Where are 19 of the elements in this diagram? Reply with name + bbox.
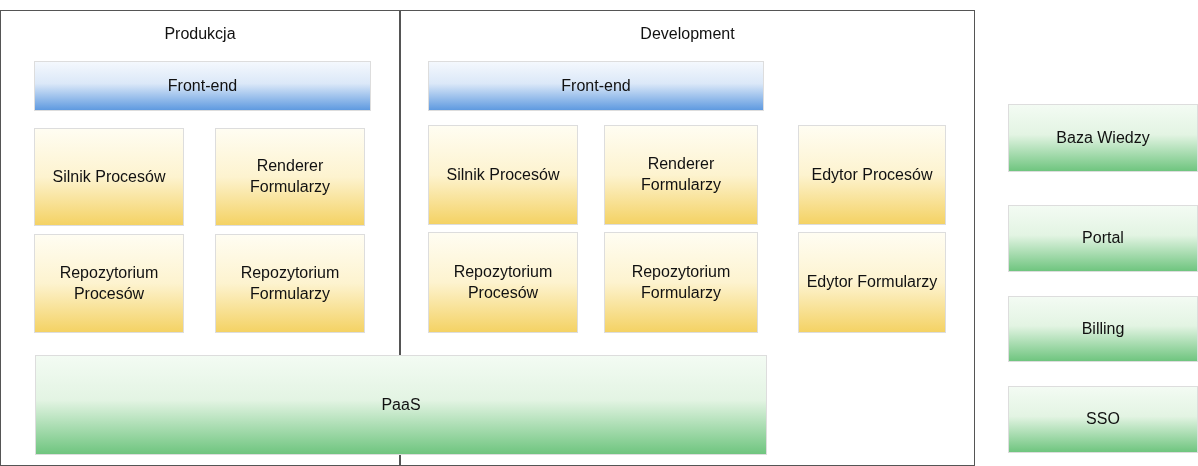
component-box: Repozytorium Formularzy <box>215 234 365 333</box>
component-box: Edytor Procesów <box>798 125 946 225</box>
front-end-bar: Front-end <box>34 61 371 111</box>
component-box: Silnik Procesów <box>34 128 184 226</box>
front-end-bar: Front-end <box>428 61 764 111</box>
component-box: Repozytorium Formularzy <box>604 232 758 333</box>
component-box: Edytor Formularzy <box>798 232 946 333</box>
component-box: Repozytorium Procesów <box>34 234 184 333</box>
component-box: Silnik Procesów <box>428 125 578 225</box>
service-box: SSO <box>1008 386 1198 453</box>
component-box: Renderer Formularzy <box>604 125 758 225</box>
panel-title: Produkcja <box>163 25 237 43</box>
component-box: Repozytorium Procesów <box>428 232 578 333</box>
service-box: Baza Wiedzy <box>1008 104 1198 172</box>
service-box: PaaS <box>35 355 767 455</box>
component-box: Renderer Formularzy <box>215 128 365 226</box>
service-box: Portal <box>1008 205 1198 272</box>
service-box: Billing <box>1008 296 1198 362</box>
panel-title: Development <box>639 25 736 43</box>
